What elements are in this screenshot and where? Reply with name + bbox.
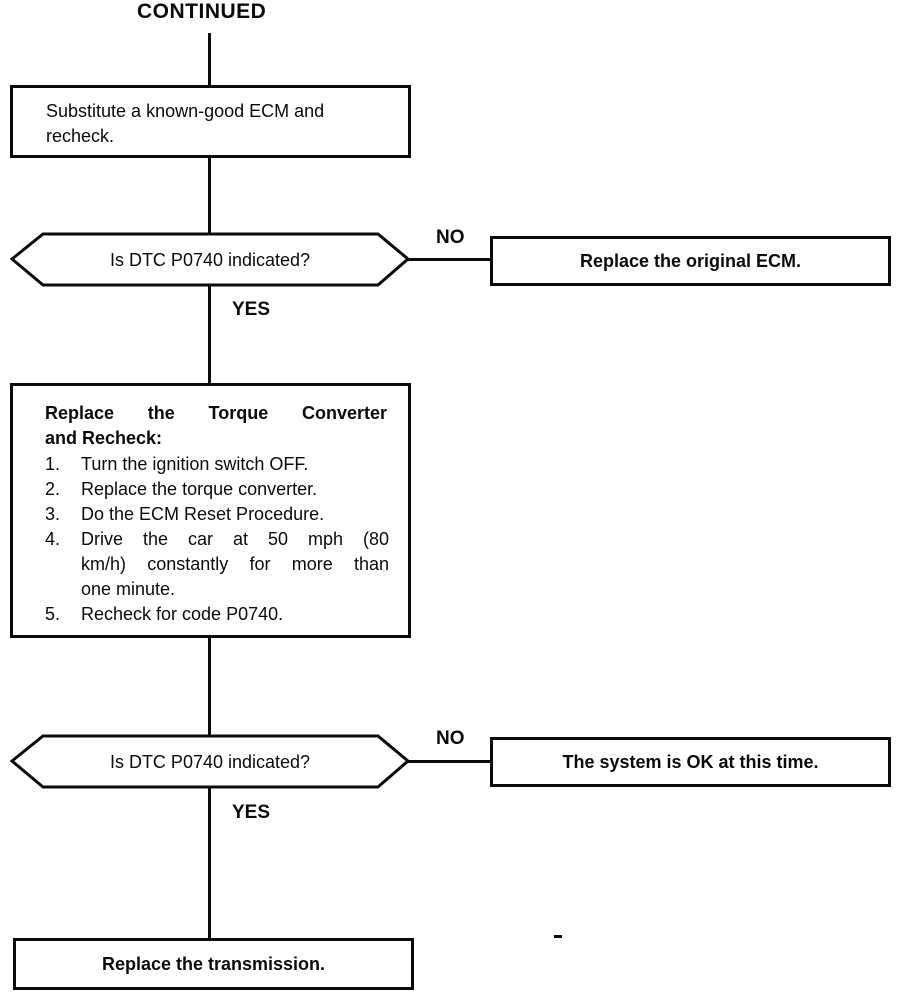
connector-line-no-branch-1: [406, 258, 491, 261]
final-text: Replace the transmission.: [101, 953, 326, 974]
result-box-replace-original-ecm: Replace the original ECM.: [490, 236, 891, 286]
decision-question: Is DTC P0740 indicated?: [109, 249, 311, 270]
procedure-step: 1. Turn the ignition switch OFF.: [45, 452, 396, 477]
yes-branch-label-2: YES: [232, 802, 271, 823]
no-branch-label-2: NO: [436, 728, 465, 749]
step-text: Turn the ignition switch OFF.: [81, 454, 309, 474]
step-number: 2.: [45, 479, 61, 499]
step-text-line: km/h) constantly for more than: [81, 554, 389, 574]
step-text: Recheck for code P0740.: [81, 604, 284, 624]
step-number: 3.: [45, 504, 61, 524]
procedure-title-line2: and Recheck:: [45, 428, 163, 448]
step-number: 1.: [45, 454, 61, 474]
decision-dtc-p0740-first: Is DTC P0740 indicated?: [10, 232, 410, 288]
procedure-step: 3. Do the ECM Reset Procedure.: [45, 502, 396, 527]
no-branch-label-1: NO: [436, 227, 465, 248]
result-text: The system is OK at this time.: [562, 751, 819, 772]
process-box-substitute-ecm: Substitute a known-good ECM and recheck.: [10, 85, 411, 158]
scan-artifact-dash: [554, 935, 562, 938]
step-number: 5.: [45, 604, 61, 624]
procedure-step: 2. Replace the torque converter.: [45, 477, 396, 502]
process-text: Substitute a known-good ECM and recheck.: [46, 101, 325, 146]
process-box-replace-torque-converter: Replace the Torque Converter and Recheck…: [10, 383, 411, 638]
step-text-line: Drive the car at 50 mph (80: [81, 529, 389, 549]
yes-branch-label-1: YES: [232, 299, 271, 320]
procedure-title-line1: Replace the Torque Converter: [45, 403, 387, 423]
result-text: Replace the original ECM.: [579, 250, 802, 271]
connector-line-decision1-to-procedure: [208, 286, 211, 383]
step-text: Drive the car at 50 mph (80 km/h) consta…: [81, 527, 389, 602]
connector-line-decision2-to-final: [208, 788, 211, 938]
process-box-replace-transmission: Replace the transmission.: [13, 938, 414, 990]
continued-heading: CONTINUED: [137, 0, 267, 23]
step-number: 4.: [45, 529, 61, 549]
decision-dtc-p0740-second: Is DTC P0740 indicated?: [10, 734, 410, 790]
connector-line-procedure-to-decision2: [208, 637, 211, 735]
procedure-title: Replace the Torque Converter and Recheck…: [45, 401, 387, 451]
procedure-steps: 1. Turn the ignition switch OFF. 2. Repl…: [45, 452, 396, 627]
step-text: Replace the torque converter.: [81, 479, 318, 499]
procedure-step: 4. Drive the car at 50 mph (80 km/h) con…: [45, 527, 396, 602]
step-text: Do the ECM Reset Procedure.: [81, 504, 325, 524]
connector-line-step1-to-decision1: [208, 158, 211, 233]
result-box-system-ok: The system is OK at this time.: [490, 737, 891, 787]
connector-line-heading-to-step1: [208, 33, 211, 85]
connector-line-no-branch-2: [406, 760, 491, 763]
decision-question: Is DTC P0740 indicated?: [109, 751, 311, 772]
step-text-line: one minute.: [81, 579, 176, 599]
procedure-step: 5. Recheck for code P0740.: [45, 602, 396, 627]
